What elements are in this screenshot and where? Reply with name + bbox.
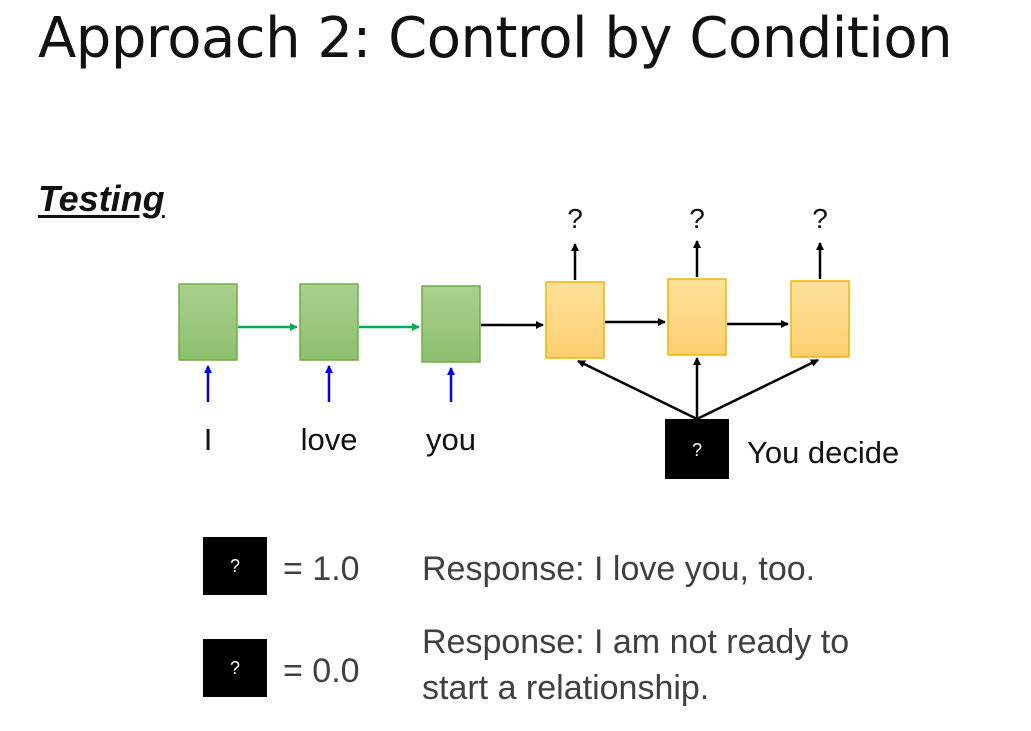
decoder-cell-3 [790, 280, 850, 358]
example-value-1: = 1.0 [283, 550, 360, 588]
condition-box [665, 419, 729, 479]
encoder-cell-1 [178, 283, 238, 361]
decoder-cell-1 [545, 281, 605, 359]
decoder-cell-2 [667, 278, 727, 356]
example-condition-box-1: ? [203, 537, 267, 595]
encoder-cell-3 [421, 285, 481, 363]
encoder-input-2: love [301, 422, 358, 457]
encoder-input-3: you [426, 422, 476, 457]
example-response-1-line-1: Response: I love you, too. [422, 550, 816, 588]
example-response-2: Response: I am not ready to start a rela… [422, 619, 849, 711]
example-response-2-line-1: Response: I am not ready to [422, 623, 850, 661]
example-condition-box-2: ? [203, 639, 267, 697]
slide-title: Approach 2: Control by Condition [38, 6, 953, 71]
condition-arrow-3 [696, 358, 819, 421]
encoder-cell-2 [299, 283, 359, 361]
decoder-output-1: ? [567, 203, 583, 234]
section-label-testing: Testing [38, 178, 165, 219]
example-response-1: Response: I love you, too. [422, 546, 815, 592]
decoder-output-3: ? [812, 203, 828, 234]
condition-box-symbol: ? [692, 440, 702, 460]
encoder-input-1: I [204, 422, 213, 457]
example-response-2-line-2: start a relationship. [422, 669, 710, 707]
condition-label: You decide [747, 435, 899, 470]
condition-arrow-1 [577, 359, 698, 421]
decoder-output-2: ? [689, 203, 705, 234]
example-value-2: = 0.0 [283, 652, 360, 690]
